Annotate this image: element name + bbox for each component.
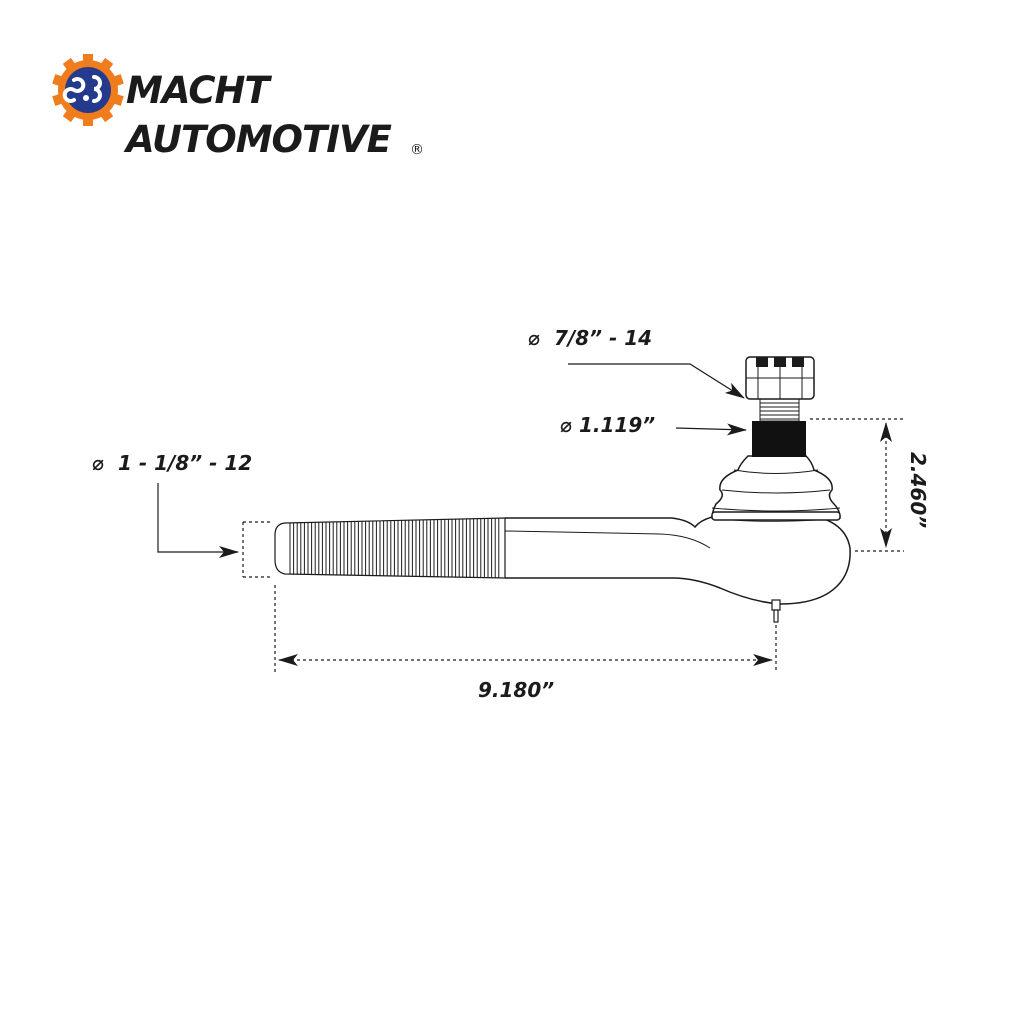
shank-thread-label: ⌀ 1 - 1/8” - 12	[92, 451, 252, 475]
shank-diameter-dimension	[157, 483, 272, 578]
height-dimension	[810, 418, 904, 552]
gear-logo-icon	[52, 54, 124, 126]
stud-collar	[752, 421, 806, 457]
brand-name-line2: AUTOMOTIVE	[126, 118, 392, 161]
overall-length-label: 9.180”	[478, 678, 554, 702]
brand-name-line1: MACHT	[126, 69, 270, 112]
stud-diameter-label: ⌀ 1.119”	[560, 413, 655, 437]
rod-body	[504, 513, 851, 605]
grease-fitting	[771, 599, 781, 623]
stud-thread	[759, 398, 800, 422]
height-label: 2.460”	[906, 452, 930, 528]
brand-logo: MACHT AUTOMOTIVE ®	[52, 52, 452, 172]
length-dimension	[274, 585, 777, 672]
stud-thread-leader	[568, 363, 745, 399]
registered-mark: ®	[410, 142, 424, 158]
stud-diameter-leader	[675, 423, 747, 436]
threaded-shank	[274, 517, 506, 579]
stud-thread-label: ⌀ 7/8” - 14	[528, 326, 652, 350]
castle-nut	[745, 356, 815, 400]
dust-boot	[711, 455, 841, 521]
